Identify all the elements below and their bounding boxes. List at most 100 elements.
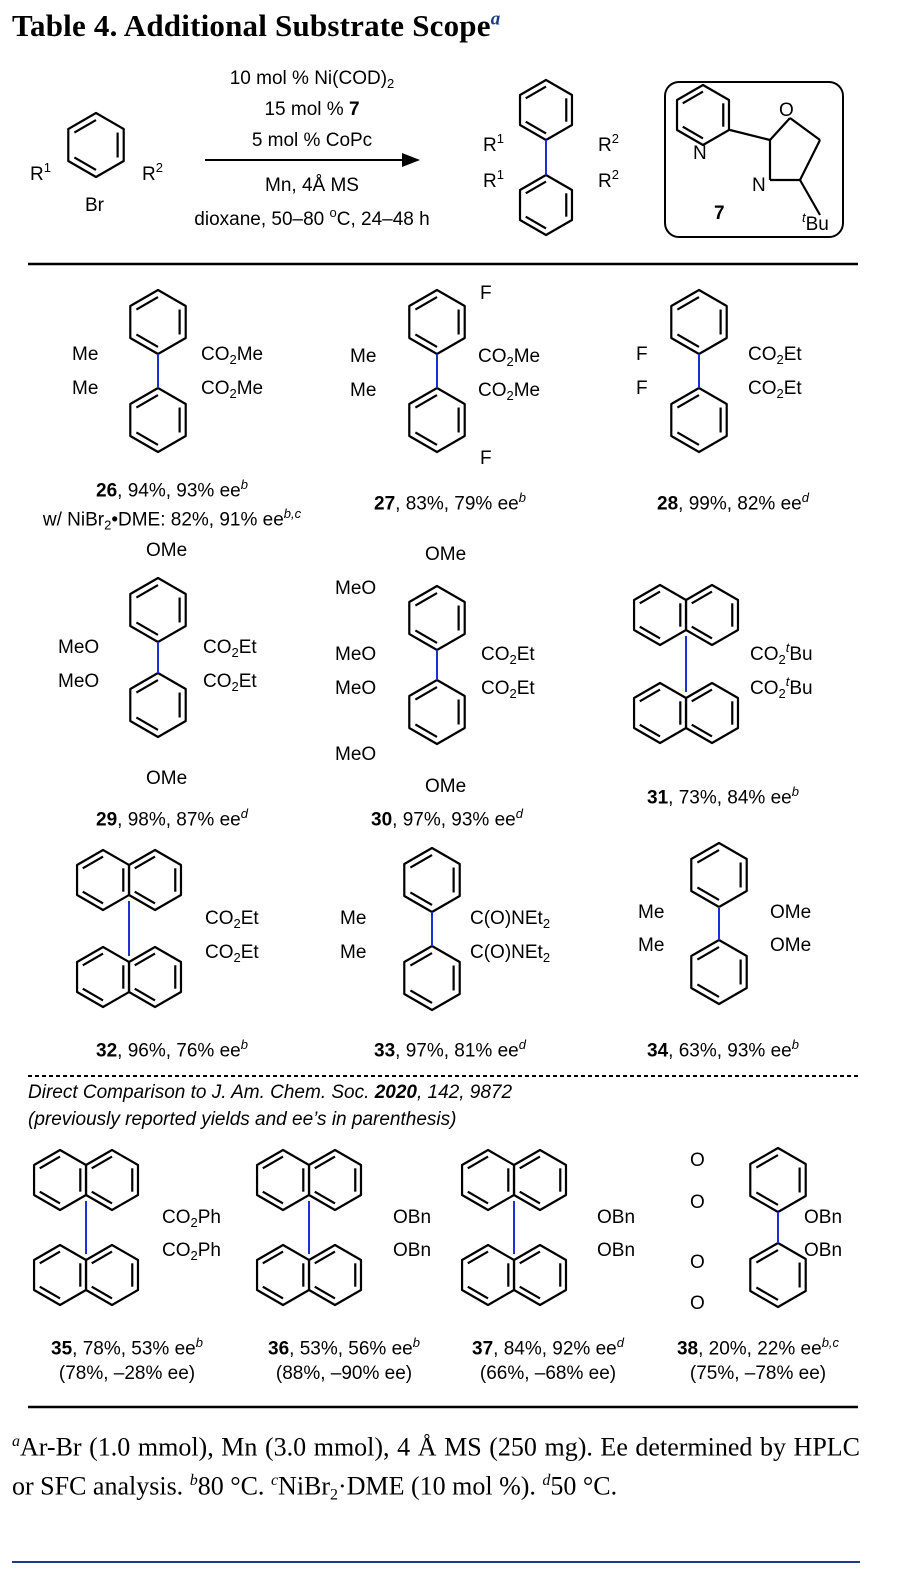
cpd38-top-ring-double-bond bbox=[755, 1154, 779, 1169]
cpd26-top-ring-double-bond bbox=[135, 333, 159, 348]
cpd33-top-ring bbox=[403, 846, 461, 914]
label-33-conet2-bottom: C(O)NEt2 bbox=[470, 942, 551, 965]
cpd32-bottom-ring-b bbox=[75, 945, 131, 1009]
cpd37-top-ring-a-double-bond bbox=[519, 1155, 541, 1170]
label-34-ome-top: OMe bbox=[770, 902, 812, 923]
ligand-number: 7 bbox=[714, 203, 725, 224]
label-29-meo-bottom: MeO bbox=[58, 671, 100, 692]
caption-29: 29, 98%, 87% eed bbox=[96, 806, 248, 831]
cpd37-top-ring-b-double-bond bbox=[467, 1190, 489, 1205]
label-27-me-top: Me bbox=[350, 346, 377, 367]
label-30-meo-1: MeO bbox=[335, 578, 377, 599]
cpd29-bottom-ring bbox=[129, 671, 187, 739]
cpd32-top-ring-a-double-bond bbox=[134, 855, 156, 870]
label-30-meo-2: MeO bbox=[335, 644, 377, 665]
condition-line-5: dioxane, 50–80 oC, 24–48 h bbox=[194, 205, 430, 230]
label-28-f-bottom: F bbox=[636, 378, 648, 399]
cpd36-bottom-ring-a-double-bond bbox=[314, 1250, 336, 1265]
cpd35-bottom-ring-b-double-bond bbox=[39, 1250, 61, 1265]
cpd30-bottom-ring-double-bond bbox=[414, 686, 438, 701]
cpd38-bottom-ring-double-bond bbox=[755, 1286, 779, 1301]
table-title-text: Table 4. Additional Substrate Scope bbox=[12, 8, 491, 43]
reactant-ring-double-bond bbox=[73, 156, 97, 171]
cpd36-top-ring-b-double-bond bbox=[262, 1190, 284, 1205]
cpd27-bottom-ring-double-bond bbox=[414, 431, 438, 446]
cpd37-top-ring-b bbox=[460, 1148, 516, 1212]
cpd32-bottom-ring-b-double-bond bbox=[82, 987, 104, 1002]
cpd32-top-ring-a-double-bond bbox=[134, 890, 156, 905]
label-27-co2me-top: CO2Me bbox=[478, 346, 541, 369]
arrow-head bbox=[402, 153, 420, 167]
label-37-obn-bottom: OBn bbox=[597, 1240, 636, 1261]
cpd28-bottom-ring bbox=[670, 386, 728, 454]
cpd29-bottom-ring-double-bond bbox=[135, 716, 159, 731]
cpd36-bottom-ring-a-double-bond bbox=[314, 1285, 336, 1300]
cpd35-top-ring-a bbox=[84, 1148, 140, 1212]
label-30-ome-top: OMe bbox=[425, 544, 467, 565]
caption-26-alt: w/ NiBr2•DME: 82%, 91% eeb,c bbox=[42, 506, 302, 533]
label-30-co2et-bottom: CO2Et bbox=[481, 678, 535, 701]
cpd36-top-ring-b-double-bond bbox=[262, 1155, 284, 1170]
caption-28: 28, 99%, 82% eed bbox=[657, 490, 809, 515]
label-33-me-top: Me bbox=[340, 908, 367, 929]
cpd32-bottom-ring-a-double-bond bbox=[134, 952, 156, 967]
cpd26-top-ring bbox=[129, 288, 187, 356]
ligand-ring-3 bbox=[799, 139, 821, 181]
label-36-obn-bottom: OBn bbox=[393, 1240, 432, 1261]
cpd32-bottom-ring-a-double-bond bbox=[134, 987, 156, 1002]
condition-line-4: Mn, 4Å MS bbox=[265, 175, 359, 196]
cpd38-bottom-ring-double-bond bbox=[755, 1249, 779, 1264]
label-30-meo-3: MeO bbox=[335, 678, 377, 699]
label-29-co2et-top: CO2Et bbox=[203, 637, 257, 660]
cpd36-bottom-ring-b-double-bond bbox=[262, 1250, 284, 1265]
comparison-line-2: (previously reported yields and ee’s in … bbox=[28, 1109, 457, 1130]
cpd35-top-ring-b bbox=[32, 1148, 88, 1212]
reactant-ring-double-bond bbox=[73, 119, 97, 134]
ligand-pyridine-double-bond bbox=[682, 90, 704, 105]
cpd36-top-ring-a bbox=[307, 1148, 363, 1212]
caption-26: 26, 94%, 93% eeb bbox=[96, 477, 248, 502]
footnote: aAr-Br (1.0 mmol), Mn (3.0 mmol), 4 Å MS… bbox=[12, 1432, 860, 1504]
product-top-ring-double-bond bbox=[525, 120, 547, 135]
label-26-co2me-bottom: CO2Me bbox=[201, 378, 264, 401]
cpd36-bottom-ring-a bbox=[307, 1243, 363, 1307]
label-27-f-top: F bbox=[480, 283, 492, 304]
cpd36-bottom-ring-b bbox=[255, 1243, 311, 1307]
label-38-o-2: O bbox=[690, 1192, 705, 1213]
cpd37-top-ring-b-double-bond bbox=[467, 1155, 489, 1170]
cpd35-bottom-ring-b bbox=[32, 1243, 88, 1307]
product-bottom-ring bbox=[518, 173, 574, 237]
cpd31-top-ring-a-double-bond bbox=[691, 590, 713, 605]
cpd30-bottom-ring bbox=[408, 678, 466, 746]
cpd28-top-ring bbox=[670, 288, 728, 356]
caption-30: 30, 97%, 93% eed bbox=[371, 806, 523, 831]
cpd31-top-ring-b bbox=[632, 583, 688, 647]
cpd33-top-ring-double-bond bbox=[409, 891, 433, 906]
cpd38-top-ring bbox=[749, 1146, 807, 1214]
cpd30-top-ring-double-bond bbox=[414, 629, 438, 644]
label-26-co2me-top: CO2Me bbox=[201, 344, 264, 367]
label-34-me-top: Me bbox=[638, 902, 665, 923]
product-bottom-ring-double-bond bbox=[525, 215, 547, 230]
label-32-co2et-top: CO2Et bbox=[205, 908, 259, 931]
cpd32-top-ring-a bbox=[127, 848, 183, 912]
cpd35-bottom-ring-a-double-bond bbox=[91, 1285, 113, 1300]
cpd27-top-ring-double-bond bbox=[414, 333, 438, 348]
cpd38-bottom-ring bbox=[749, 1241, 807, 1309]
cpd31-top-ring-b-double-bond bbox=[639, 590, 661, 605]
ligand-link bbox=[729, 128, 771, 142]
label-29-meo-top: MeO bbox=[58, 637, 100, 658]
cpd30-top-ring bbox=[408, 584, 466, 652]
label-38-o-1: O bbox=[690, 1150, 705, 1171]
cpd34-top-ring bbox=[690, 841, 748, 909]
cpd34-bottom-ring bbox=[690, 938, 748, 1006]
product-r2-bottom: R2 bbox=[598, 167, 619, 192]
condition-line-3: 5 mol % CoPc bbox=[251, 130, 373, 151]
cpd37-bottom-ring-a-double-bond bbox=[519, 1250, 541, 1265]
cpd33-bottom-ring-double-bond bbox=[409, 989, 433, 1004]
label-38-o-3: O bbox=[690, 1252, 705, 1273]
cpd37-bottom-ring-b bbox=[460, 1243, 516, 1307]
label-29-ome-top: OMe bbox=[146, 540, 188, 561]
cpd31-bottom-ring-b bbox=[632, 681, 688, 745]
